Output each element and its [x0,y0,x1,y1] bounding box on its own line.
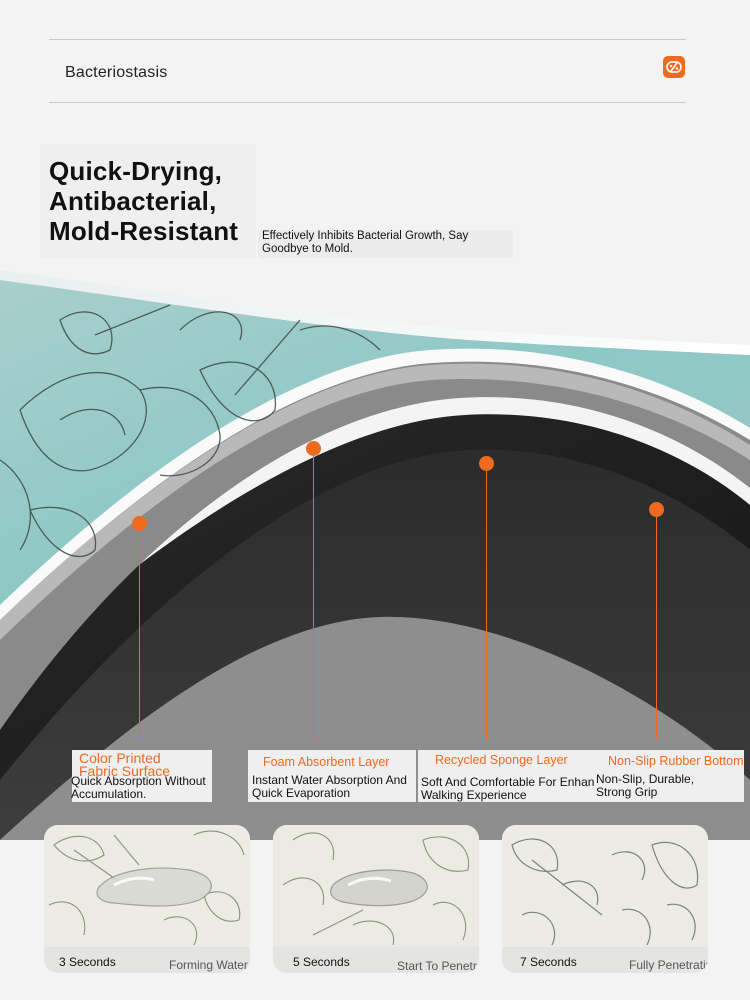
section-label: Bacteriostasis [65,64,168,81]
layer-2-title: Foam Absorbent Layer [263,755,390,769]
card-footer [44,947,250,973]
layer-1-leader-line [139,530,140,740]
layer-4-marker-dot [649,502,664,517]
header-top-divider [49,39,686,40]
absorption-state: Fully Penetrating [629,958,708,972]
layer-3-marker-dot [479,456,494,471]
subtitle-backdrop [258,230,513,258]
card-footer [273,947,479,973]
layer-1-title: Color Printed Fabric Surface [79,750,171,779]
layer-2-leader-line [313,455,314,740]
elapsed-time: 3 Seconds [59,955,116,969]
layer-4-description: Non-Slip, Durable, Strong Grip [596,772,695,799]
subtitle-line: Goodbye to Mold. [262,243,353,255]
absorption-card-3s: 3 Seconds Forming Water Drops [44,825,250,973]
title-line: Antibacterial, [49,186,217,216]
absorption-state: Start To Penetrate [397,959,479,973]
sponge-layer-shape [0,399,750,780]
absorption-card-5s: 5 Seconds Start To Penetrate [273,825,479,973]
page-title: Quick-Drying, Antibacterial, Mold-Resist… [49,156,264,246]
layer-3-label-backdrop [418,750,614,802]
fabric-sheen-shape [0,270,750,355]
foam-layer-shape [0,353,750,730]
absorption-state: Forming Water Drops [169,958,250,972]
title-line: Mold-Resistant [49,216,239,246]
layer-2-marker-dot [306,441,321,456]
layer-4-label-backdrop [594,750,744,802]
header-bottom-divider [49,102,686,103]
page-subtitle: Effectively Inhibits Bacterial Growth, S… [262,230,507,256]
top-edge-shape [0,348,750,620]
layer-3-description: Soft And Comfortable For Enhanced Walkin… [421,775,614,802]
layer-4-leader-line [656,516,657,740]
rubber-bottom-shape [0,440,750,840]
foam-highlight-shape [0,363,750,640]
layer-4-title: Non-Slip Rubber Bottom [608,754,744,768]
elapsed-time: 5 Seconds [293,955,350,969]
layer-1-label-backdrop [72,750,212,802]
layer-3-leader-line [486,470,487,740]
bacteria-shield-icon [663,56,685,78]
headline-backdrop [40,144,256,258]
layer-1-description: Quick Absorption Without Accumulation. [71,774,206,801]
layer-2-description: Instant Water Absorption And Quick Evapo… [252,773,407,800]
elapsed-time: 7 Seconds [520,955,577,969]
layer-2-label-backdrop [248,750,416,802]
subtitle-line: Effectively Inhibits Bacterial Growth, S… [262,230,469,242]
fabric-pattern-image [502,825,708,947]
water-drop-image [273,825,479,947]
card-footer [502,947,708,973]
layer-3-title: Recycled Sponge Layer [435,753,568,767]
title-line: Quick-Drying, [49,156,223,186]
layer-1-marker-dot [132,516,147,531]
fabric-surface-shape [0,280,750,605]
floral-pattern [0,304,381,558]
absorption-card-7s: 7 Seconds Fully Penetrating [502,825,708,973]
water-drop-image [44,825,250,947]
